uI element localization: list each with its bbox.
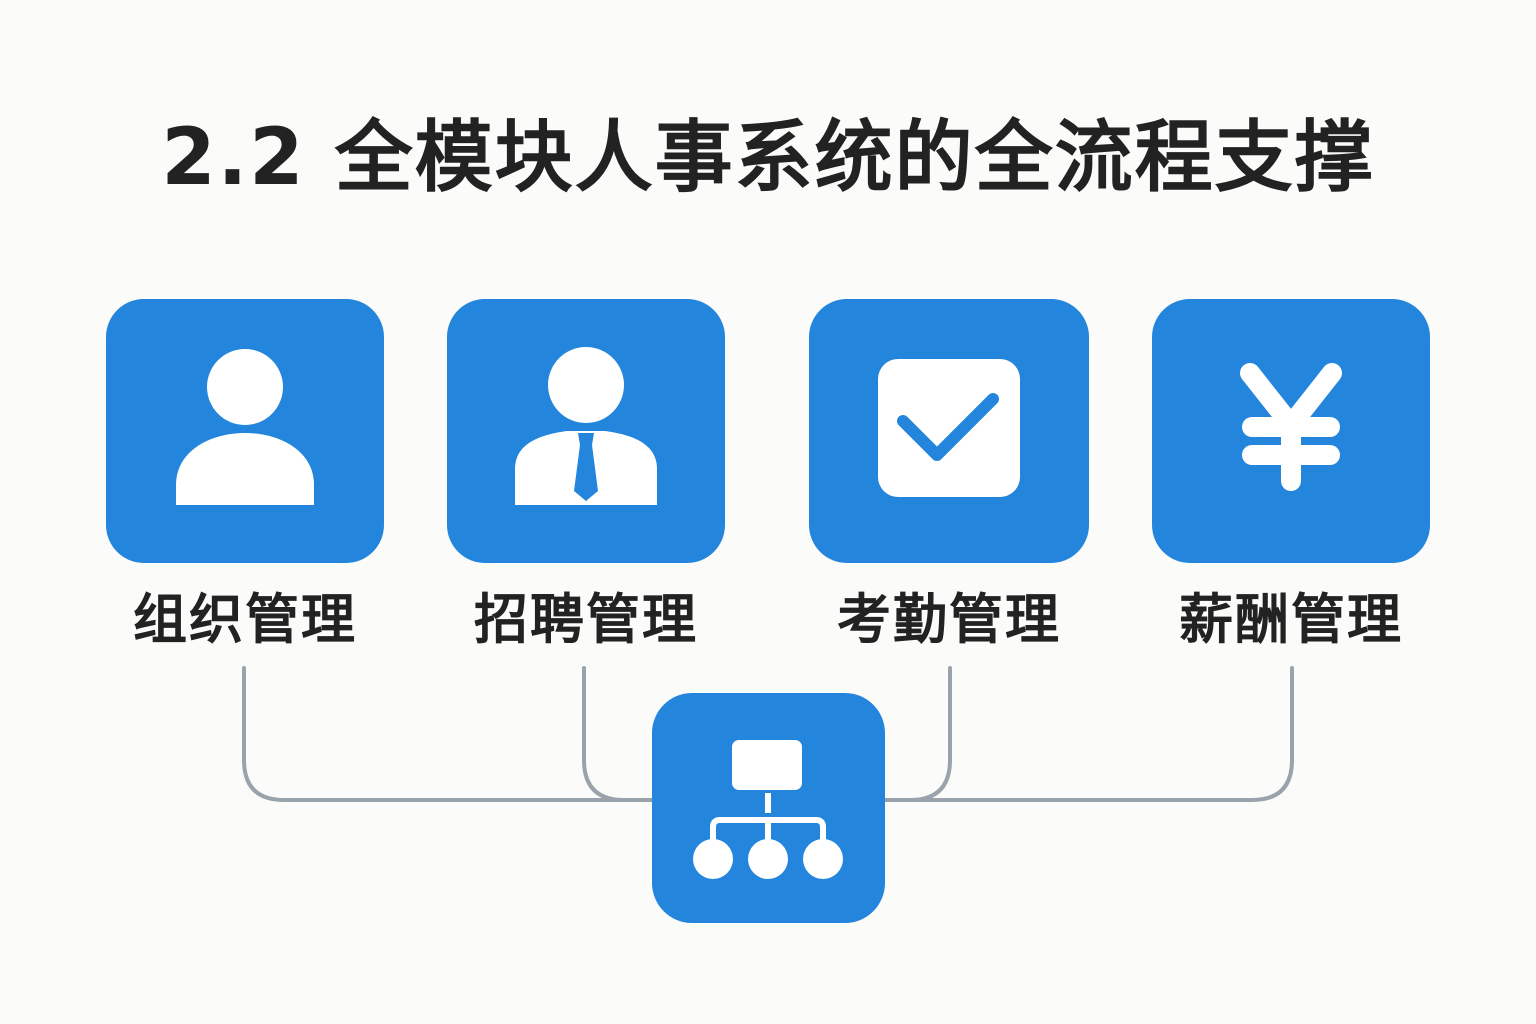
module-tile-attendance[interactable] <box>809 299 1089 563</box>
connector-payroll <box>883 666 1294 802</box>
module-tile-organization[interactable] <box>106 299 384 563</box>
connector-recruitment <box>582 666 654 802</box>
hub-tile[interactable] <box>652 693 885 923</box>
module-label-payroll: 薪酬管理 <box>1179 588 1403 651</box>
org-hierarchy-icon <box>693 740 843 879</box>
module-label-recruitment: 招聘管理 <box>474 588 698 651</box>
person-with-tie-icon <box>515 347 657 505</box>
module-label-attendance: 考勤管理 <box>837 588 1061 651</box>
module-label-organization: 组织管理 <box>133 588 357 651</box>
connector-organization <box>242 666 654 802</box>
person-icon <box>176 349 314 505</box>
checkbox-check-icon <box>878 359 1020 497</box>
module-tile-recruitment[interactable] <box>447 299 725 563</box>
module-tile-payroll[interactable] <box>1152 299 1430 563</box>
page-title: 2.2 全模块人事系统的全流程支撑 <box>161 113 1375 203</box>
yen-icon <box>1240 363 1342 491</box>
connector-attendance <box>883 666 952 802</box>
